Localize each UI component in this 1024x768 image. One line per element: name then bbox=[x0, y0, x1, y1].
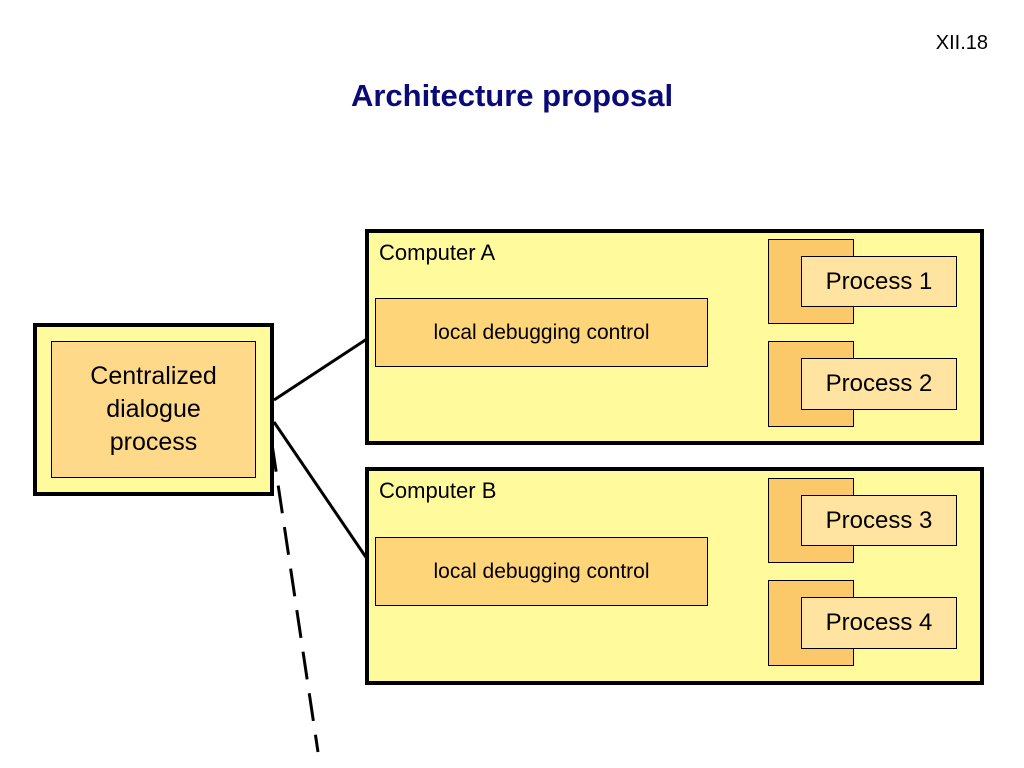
connector-central-dashed bbox=[270, 443, 320, 753]
central-process-frame: Centralized dialogue process bbox=[33, 323, 274, 496]
slide-title: Architecture proposal bbox=[350, 78, 674, 113]
process-2-box: Process 2 bbox=[801, 358, 957, 410]
central-process-line-2: dialogue bbox=[106, 395, 201, 423]
connector-central-to-control-b bbox=[272, 421, 378, 573]
process-3-box: Process 3 bbox=[801, 495, 957, 546]
process-1-box: Process 1 bbox=[801, 256, 957, 307]
connector-central-to-control-a bbox=[273, 331, 377, 402]
computer-b-label: Computer B bbox=[379, 478, 497, 503]
central-process-line-1: Centralized bbox=[90, 362, 217, 390]
computer-a-label: Computer A bbox=[379, 240, 496, 265]
central-process-line-3: process bbox=[109, 428, 198, 456]
computer-b-control-box: local debugging control bbox=[375, 537, 708, 606]
computer-a-control-box: local debugging control bbox=[375, 298, 708, 367]
central-process-box: Centralized dialogue process bbox=[51, 341, 256, 478]
process-4-box: Process 4 bbox=[801, 597, 957, 649]
slide-number: XII.18 bbox=[935, 32, 988, 54]
